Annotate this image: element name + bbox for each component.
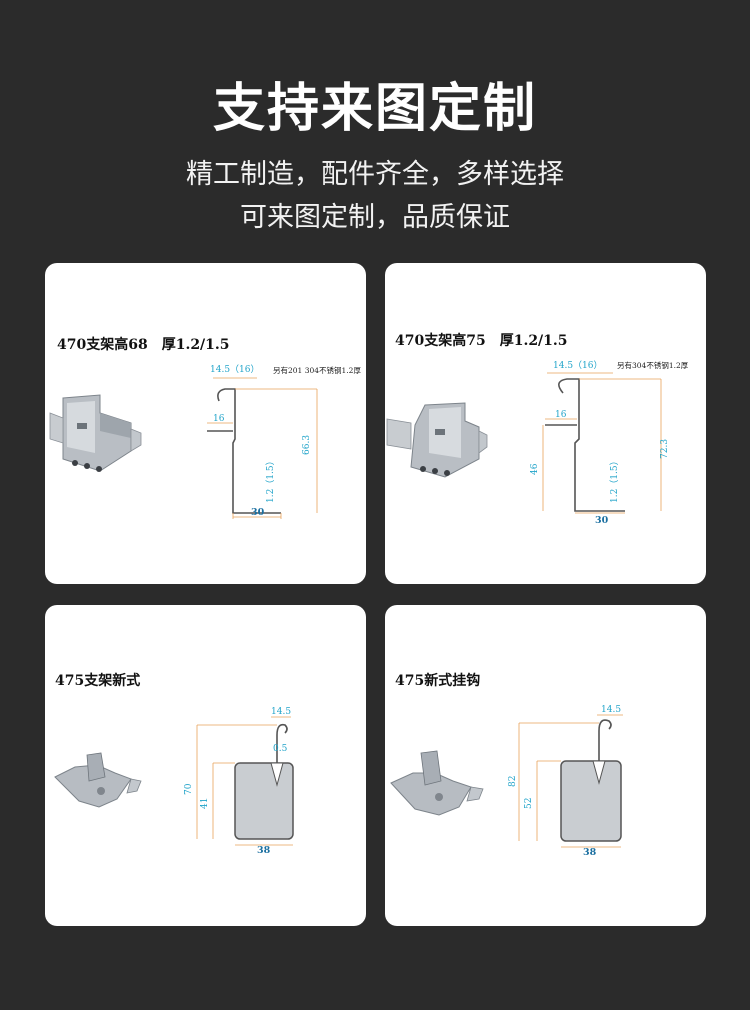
svg-text:14.5（16）: 14.5（16） xyxy=(210,364,260,375)
svg-text:另有304不锈钢1.2厚: 另有304不锈钢1.2厚 xyxy=(617,360,689,370)
svg-text:66.3: 66.3 xyxy=(302,435,312,455)
subtitle-line-1: 精工制造，配件齐全，多样选择 xyxy=(186,159,564,190)
svg-text:14.5（16）: 14.5（16） xyxy=(553,360,603,371)
cross-section-diagram: 14.5（16） 另有304不锈钢1.2厚 16 46 72.3 1.2（1.5… xyxy=(530,360,689,526)
svg-text:52: 52 xyxy=(524,798,534,809)
cross-section-diagram: 14.5 0.5 70 41 38 xyxy=(184,707,294,856)
svg-text:70: 70 xyxy=(184,783,194,795)
product-card-470-75: 470支架高75 厚1.2/1.5 14.5（16） 另有304不锈钢1.2厚 … xyxy=(385,263,706,584)
svg-text:另有201 304不锈钢1.2厚: 另有201 304不锈钢1.2厚 xyxy=(273,365,361,375)
svg-text:41: 41 xyxy=(200,798,210,809)
svg-text:72.3: 72.3 xyxy=(660,439,670,459)
product-label: 470支架高68 厚1.2/1.5 xyxy=(57,336,230,353)
page-title: 支持来图定制 xyxy=(212,79,537,139)
svg-text:38: 38 xyxy=(257,845,271,856)
svg-text:1.2（1.5）: 1.2（1.5） xyxy=(265,456,276,503)
product-label: 470支架高75 厚1.2/1.5 xyxy=(395,332,568,349)
svg-text:82: 82 xyxy=(508,776,518,787)
product-label: 475支架新式 xyxy=(55,672,140,689)
bracket-photo xyxy=(54,752,142,808)
product-card-475-new: 475支架新式 14.5 0.5 70 41 38 xyxy=(45,605,366,926)
svg-text:16: 16 xyxy=(555,410,567,420)
cross-section-diagram: 14.5 82 52 38 xyxy=(508,705,623,858)
svg-text:38: 38 xyxy=(583,847,597,858)
svg-text:14.5: 14.5 xyxy=(271,707,291,717)
cross-section-diagram: 14.5（16） 另有201 304不锈钢1.2厚 16 66.3 1.2（1.… xyxy=(207,364,361,519)
bracket-drawing: 470支架高68 厚1.2/1.5 14.5（16） 另有201 304不锈钢1… xyxy=(49,336,361,519)
bracket-drawing: 475新式挂钩 14.5 82 52 38 xyxy=(390,672,623,858)
svg-text:46: 46 xyxy=(530,463,540,475)
bracket-drawing: 470支架高75 厚1.2/1.5 14.5（16） 另有304不锈钢1.2厚 … xyxy=(386,332,689,526)
bracket-photo xyxy=(386,402,488,478)
bracket-drawing: 475支架新式 14.5 0.5 70 41 38 xyxy=(54,672,294,856)
svg-text:30: 30 xyxy=(595,515,609,526)
svg-text:14.5: 14.5 xyxy=(601,705,621,715)
product-label: 475新式挂钩 xyxy=(395,672,480,689)
svg-text:1.2（1.5）: 1.2（1.5） xyxy=(609,456,620,503)
bracket-photo xyxy=(390,750,484,816)
svg-text:16: 16 xyxy=(213,414,225,424)
product-card-470-68: 470支架高68 厚1.2/1.5 14.5（16） 另有201 304不锈钢1… xyxy=(45,263,366,584)
svg-text:0.5: 0.5 xyxy=(273,744,288,754)
bracket-photo xyxy=(49,394,142,472)
product-card-475-hook: 475新式挂钩 14.5 82 52 38 xyxy=(385,605,706,926)
svg-text:30: 30 xyxy=(251,507,265,518)
subtitle-line-2: 可来图定制，品质保证 xyxy=(240,202,510,233)
